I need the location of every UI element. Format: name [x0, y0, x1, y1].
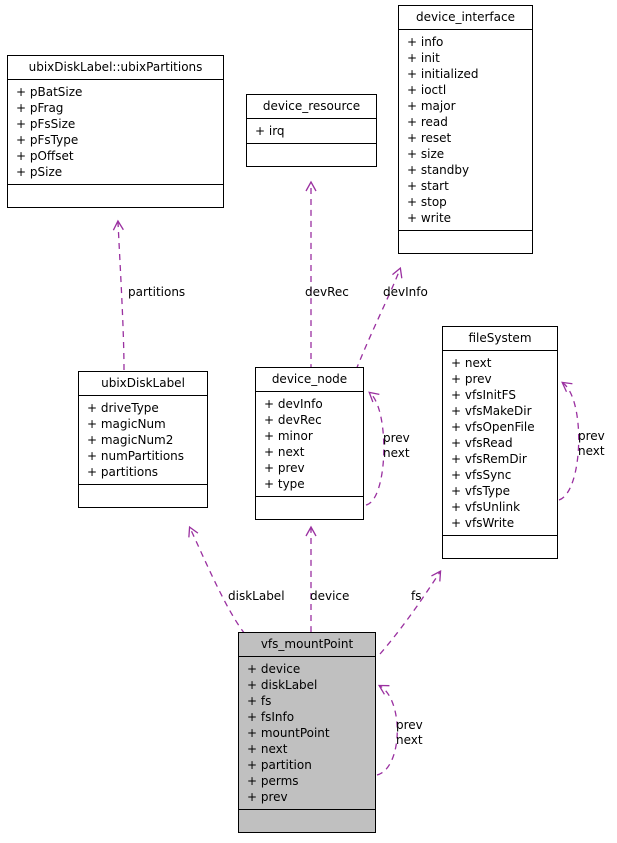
attribute-row: + numPartitions — [87, 449, 185, 463]
attribute-row: + pFrag — [16, 101, 64, 115]
attribute-row: + fsInfo — [247, 710, 295, 724]
attribute-row: + mountPoint — [247, 726, 330, 740]
attribute-row: + vfsOpenFile — [451, 420, 535, 434]
attribute-row: + vfsRead — [451, 436, 513, 450]
attribute-row: + pOffset — [16, 149, 74, 163]
attribute-row: + partition — [247, 758, 312, 772]
edge-label-partitions: partitions — [128, 285, 186, 299]
class-box-device_resource[interactable]: device_resource + irq — [246, 94, 377, 167]
class-methods-device_interface — [399, 231, 532, 253]
class-title-ubixDiskLabel: ubixDiskLabel — [79, 372, 207, 396]
class-attributes-vfs_mountPoint: + device + diskLabel + fs + fsInfo + mou… — [239, 657, 375, 810]
class-attributes-device_node: + devInfo + devRec + minor + next + prev… — [256, 392, 363, 497]
class-title-device_resource: device_resource — [247, 95, 376, 119]
class-box-ubixPartitions[interactable]: ubixDiskLabel::ubixPartitions + pBatSize… — [7, 55, 224, 208]
attribute-row: + diskLabel — [247, 678, 318, 692]
attribute-row: + size — [407, 147, 445, 161]
attribute-row: + pFsSize — [16, 117, 76, 131]
class-methods-vfs_mountPoint — [239, 810, 375, 832]
attribute-row: + prev — [264, 461, 305, 475]
attribute-row: + standby — [407, 163, 470, 177]
edge-label-fileSystem-next: next — [578, 444, 605, 458]
attribute-row: + stop — [407, 195, 447, 209]
attribute-row: + pBatSize — [16, 85, 83, 99]
edge-fileSystem-self-prev-next — [558, 381, 580, 501]
class-methods-device_node — [256, 497, 363, 519]
edge-label-diskLabel: diskLabel — [228, 589, 285, 603]
edge-label-device: device — [310, 589, 350, 603]
class-attributes-device_interface: + info + init + initialized + ioctl + ma… — [399, 30, 532, 231]
attribute-row: + vfsWrite — [451, 516, 515, 530]
attribute-row: + magicNum2 — [87, 433, 174, 447]
edge-label-devInfo: devInfo — [383, 285, 428, 299]
edge-label-fileSystem-prev: prev — [578, 429, 605, 443]
attribute-row: + write — [407, 211, 452, 225]
attribute-row: + pSize — [16, 165, 63, 179]
attribute-row: + reset — [407, 131, 452, 145]
attribute-row: + vfsRemDir — [451, 452, 527, 466]
attribute-row: + next — [451, 356, 492, 370]
class-methods-fileSystem — [443, 536, 557, 558]
edge-label-mount-prev: prev — [396, 718, 423, 732]
attribute-row: + vfsSync — [451, 468, 512, 482]
attribute-row: + devInfo — [264, 397, 323, 411]
attribute-row: + magicNum — [87, 417, 166, 431]
class-attributes-ubixDiskLabel: + driveType + magicNum + magicNum2 + num… — [79, 396, 207, 485]
attribute-row: + info — [407, 35, 444, 49]
class-title-device_node: device_node — [256, 368, 363, 392]
attribute-row: + vfsMakeDir — [451, 404, 532, 418]
edge-device_node-self-prev-next — [365, 391, 385, 506]
attribute-row: + device — [247, 662, 301, 676]
class-methods-device_resource — [247, 144, 376, 166]
attribute-row: + start — [407, 179, 449, 193]
attribute-row: + fs — [247, 694, 272, 708]
attribute-row: + prev — [451, 372, 492, 386]
class-box-device_node[interactable]: device_node + devInfo + devRec + minor +… — [255, 367, 364, 520]
class-attributes-device_resource: + irq — [247, 119, 376, 144]
edge-label-fs: fs — [411, 589, 422, 603]
class-box-ubixDiskLabel[interactable]: ubixDiskLabel + driveType + magicNum + m… — [78, 371, 208, 508]
edge-label-device_node-next: next — [383, 446, 410, 460]
attribute-row: + next — [247, 742, 288, 756]
edge-vfs_mountPoint-diskLabel — [188, 525, 246, 635]
attribute-row: + driveType — [87, 401, 159, 415]
attribute-row: + minor — [264, 429, 313, 443]
class-box-fileSystem[interactable]: fileSystem + next + prev + vfsInitFS + v… — [442, 326, 558, 559]
class-attributes-ubixPartitions: + pBatSize + pFrag + pFsSize + pFsType +… — [8, 80, 223, 185]
class-methods-ubixPartitions — [8, 185, 223, 207]
attribute-row: + vfsType — [451, 484, 511, 498]
attribute-row: + devRec — [264, 413, 322, 427]
edge-vfs_mountPoint-self-prev-next — [376, 684, 398, 776]
class-title-vfs_mountPoint: vfs_mountPoint — [239, 633, 375, 657]
attribute-row: + partitions — [87, 465, 159, 479]
class-title-ubixPartitions: ubixDiskLabel::ubixPartitions — [8, 56, 223, 80]
attribute-row: + perms — [247, 774, 299, 788]
attribute-row: + irq — [255, 124, 285, 138]
attribute-row: + prev — [247, 790, 288, 804]
class-box-vfs_mountPoint[interactable]: vfs_mountPoint + device + diskLabel + fs… — [238, 632, 376, 833]
edge-vfs_mountPoint-fs — [379, 570, 442, 655]
attribute-row: + vfsUnlink — [451, 500, 521, 514]
edge-label-devRec: devRec — [305, 285, 349, 299]
edge-label-device_node-prev: prev — [383, 431, 410, 445]
attribute-row: + init — [407, 51, 440, 65]
edge-ubixDiskLabel-partitions — [112, 219, 125, 371]
class-box-device_interface[interactable]: device_interface + info + init + initial… — [398, 5, 533, 254]
attribute-row: + major — [407, 99, 456, 113]
attribute-row: + read — [407, 115, 448, 129]
attribute-row: + next — [264, 445, 305, 459]
class-title-device_interface: device_interface — [399, 6, 532, 30]
edge-label-mount-next: next — [396, 733, 423, 747]
attribute-row: + type — [264, 477, 305, 491]
attribute-row: + initialized — [407, 67, 479, 81]
attribute-row: + ioctl — [407, 83, 447, 97]
class-methods-ubixDiskLabel — [79, 485, 207, 507]
class-title-fileSystem: fileSystem — [443, 327, 557, 351]
attribute-row: + pFsType — [16, 133, 79, 147]
attribute-row: + vfsInitFS — [451, 388, 516, 402]
class-attributes-fileSystem: + next + prev + vfsInitFS + vfsMakeDir +… — [443, 351, 557, 536]
